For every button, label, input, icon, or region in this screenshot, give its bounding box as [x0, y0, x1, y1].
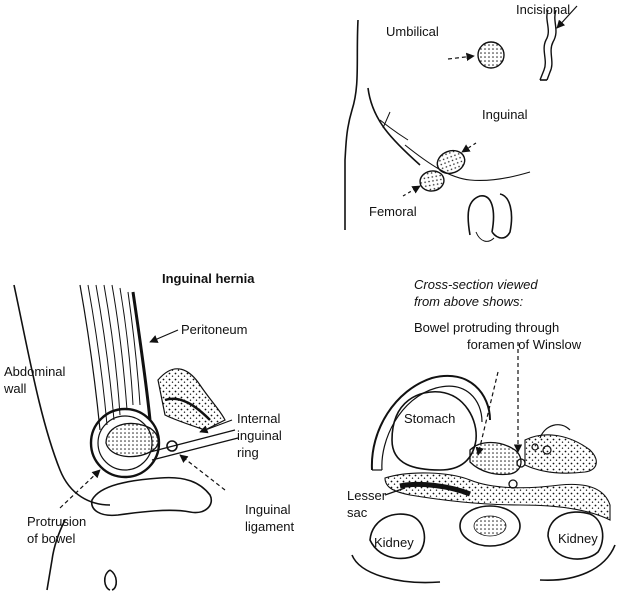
label-internal-ring-3: ring — [237, 445, 259, 460]
label-inguinal-ligament-2: ligament — [245, 519, 295, 534]
label-cross-section-2: from above shows: — [414, 294, 524, 309]
label-protrusion-2: of bowel — [27, 531, 76, 546]
inguinal-hernia-figure — [13, 284, 239, 591]
label-abdominal-wall-1: Abdominal — [4, 364, 66, 379]
label-umbilical: Umbilical — [386, 24, 439, 39]
label-femoral: Femoral — [369, 204, 417, 219]
label-inguinal-ligament-1: Inguinal — [245, 502, 291, 517]
label-bowel-protruding-2: foramen of Winslow — [467, 337, 582, 352]
label-inguinal: Inguinal — [482, 107, 528, 122]
label-internal-ring-1: Internal — [237, 411, 281, 426]
label-kidney-left: Kidney — [374, 535, 414, 550]
label-protrusion-1: Protrusion — [27, 514, 87, 529]
label-lesser-sac-2: sac — [347, 505, 368, 520]
label-peritoneum: Peritoneum — [181, 322, 248, 337]
label-stomach: Stomach — [404, 411, 456, 426]
label-kidney-right: Kidney — [558, 531, 598, 546]
label-abdominal-wall-2: wall — [4, 381, 27, 396]
label-incisional: Incisional — [516, 2, 571, 17]
hernia-sites-figure — [344, 5, 578, 242]
label-cross-section-1: Cross-section viewed — [414, 277, 538, 292]
label-internal-ring-2: inguinal — [237, 428, 282, 443]
label-lesser-sac-1: Lesser — [347, 488, 387, 503]
label-inguinal-hernia-title: Inguinal hernia — [162, 271, 255, 286]
cross-section-figure — [351, 342, 616, 584]
label-bowel-protruding-1: Bowel protruding through — [414, 320, 560, 335]
